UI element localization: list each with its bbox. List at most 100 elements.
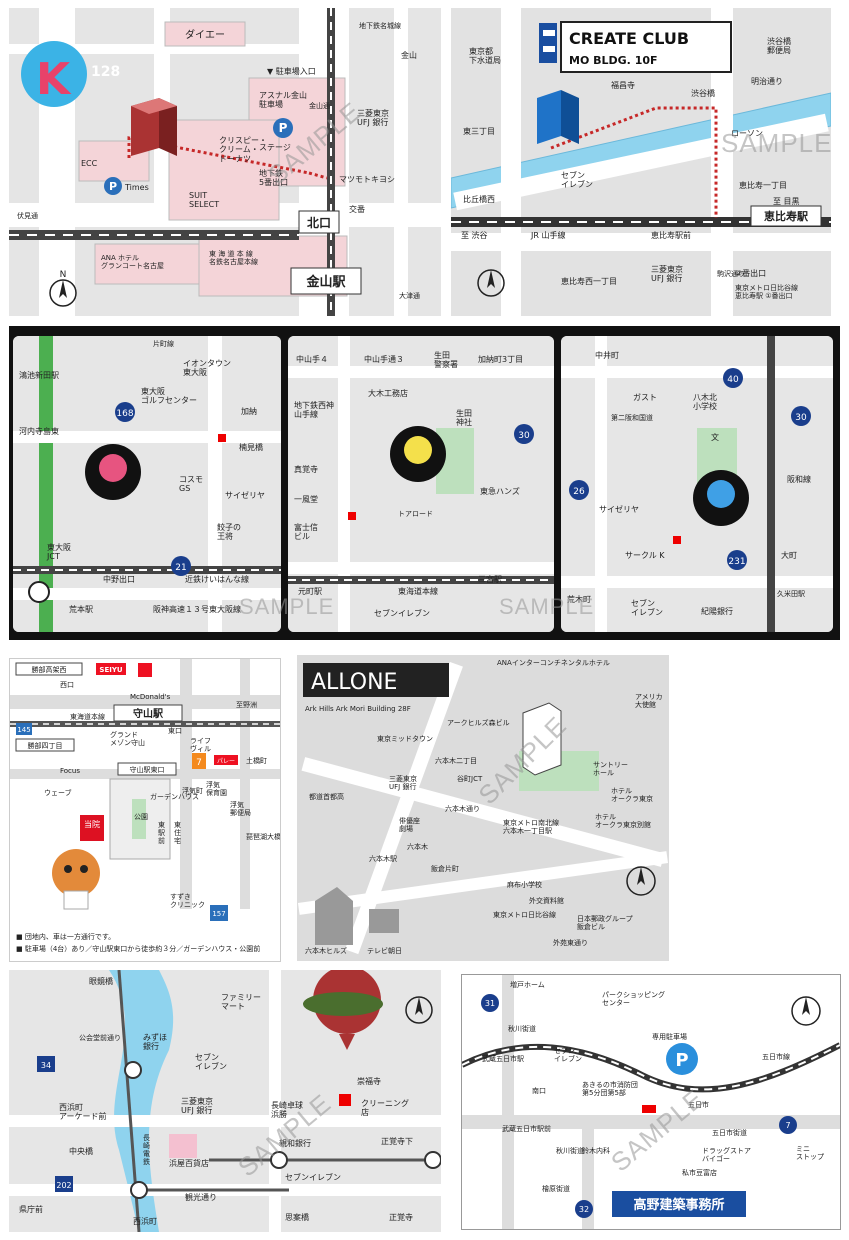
label-seven: セブンイレブン [561,170,593,189]
school-icon: 文 [711,432,719,442]
label-asunal: アスナル金山駐車場 [259,90,307,109]
label-nishiguchi: 西口 [60,681,74,689]
label-nishihama: 西浜町アーケード前 [59,1102,107,1121]
label-fushimi: 伏見通 [17,211,38,220]
label-post: 浮気郵便局 [230,800,251,817]
label-dai2: 第二阪和国道 [611,413,653,422]
label-mini: ミニストップ [796,1145,824,1161]
label-iikura: 飯倉片町 [431,864,459,873]
station-label: 金山駅 [305,274,346,290]
label-hiorobashi: 比丘橋西 [463,194,495,204]
map-title: ALLONE [311,670,397,695]
skull-pin-icon [85,444,141,500]
label-fuji: 富士信ビル [294,522,318,541]
label-garden: ガーデンハウス [150,792,199,801]
route-31-icon: 31 [485,999,495,1008]
label-nakayama4: 中山手４ [296,354,328,364]
label-moriyama-east: 守山駅東口 [130,765,165,774]
label-ecc: ECC [81,159,98,168]
label-gyoza: 餃子の王将 [217,522,241,541]
parking-icon [104,177,122,195]
badge-number: 128 [91,64,120,80]
destination-building-icon [131,98,177,156]
label-family: ファミリーマート [221,993,261,1011]
label-akigawa2: 秋川街道 [556,1146,584,1155]
label-yagi: 八木北小学校 [693,392,717,411]
label-jr: JR 山手線 [530,230,565,240]
skull-pin-icon [390,426,446,482]
label-shokakuji: 正覚寺 [389,1212,413,1222]
label-chuo: 中央橋 [69,1146,93,1156]
map-higashiosaka: 168 21 鴻池新田駅 イオンタウン東大阪 東大阪ゴルフセンター 加納 河内寺… [13,336,281,632]
label-kano3: 加納町3丁目 [478,354,523,364]
label-midtown: 東京ミッドタウン [377,734,433,743]
route-7-icon: 7 [785,1121,790,1130]
label-koen: 公園 [134,813,148,821]
label-hamaya: 浜屋百貨店 [169,1158,209,1168]
label-seven1: セブンイレブン [195,1052,227,1071]
route-231-icon: 231 [728,557,745,567]
label-higashi-ekimae: 東駅前 [158,820,165,845]
label-higashiguchi: 東口 [168,726,182,735]
station-label: 守山駅 [133,707,164,720]
note-one-way: ■ 団地内、車は一方通行です。 [16,932,115,941]
svg-text:N: N [60,270,67,280]
svg-text:K: K [36,54,72,105]
label-oki: 大木工務店 [368,388,408,398]
map-subtitle: Ark Hills Ark Mori Building 28F [305,705,411,713]
label-cleaning: クリーニング店 [361,1098,409,1117]
label-parking-entrance: ▼ 駐車場入口 [267,66,316,76]
label-life: ライフヴィル [190,737,211,753]
label-biwako: 琵琶湖大橋取付道路 [246,832,280,841]
label-crispy: クリスピー・クリーム・ドーナツ [219,136,267,163]
roppongi-hills-icon [315,887,353,945]
route-157-icon: 157 [212,910,225,918]
label-shibuyabashi2: 渋谷橋 [691,88,715,98]
map-title: 高野建築事務所 [633,1197,724,1213]
create-club-logo-icon [539,23,557,63]
label-tokaido: 東海道本線 [70,712,105,721]
label-gusto: ガスト [633,392,657,402]
exit-label: 北口 [307,215,331,230]
label-seven: セブンイレブン [631,598,663,617]
label-kawachi: 河内寺島東 [19,426,59,436]
label-tokyu: 東急ハンズ [480,486,520,496]
north-arrow-icon [405,996,433,1024]
skull-pin-icon [693,470,749,526]
destination-building-icon [522,702,562,776]
label-seven2: セブンイレブン [285,1172,341,1182]
label-otsu: 大津通 [399,291,420,300]
map-kobe: 30 中山手４ 中山手通３ 生田警察署 加納町3丁目 地下鉄西神山手線 大木工務… [288,336,554,632]
label-minamiguchi: 南口 [532,1086,546,1095]
route-145-icon: 145 [17,726,30,734]
label-katamachi: 片町線 [153,339,174,348]
label-roppongi-dori: 六本木通り [445,804,480,813]
label-shuto: 都道首都高 [309,792,344,801]
label-hanwa: 阪和線 [787,474,811,484]
label-shinwa: 親和銀行 [279,1138,311,1148]
map-takano: P 31 7 32 高野建築事務所 増戸ホーム パークショッピングセンター 秋川… [461,974,841,1230]
label-motomachi: 元町駅 [298,587,322,596]
label-roppongi-stn: 六本木駅 [369,854,397,863]
label-akigawa: 秋川街道 [508,1024,536,1033]
tv-asahi-icon [369,909,399,933]
map-kanayama-svg: P P K 128 金山駅 北口 N ダイエー ▼ 駐車場入口 アスナル金山駐車… [9,8,441,316]
label-nihon: 日本郵政グループ飯倉ビル [577,914,633,931]
route-30-icon: 30 [795,413,807,423]
label-itsukaichi-kaido: 五日市街道 [712,1128,747,1137]
label-saizeriya: サイゼリヤ [599,504,639,514]
map-triple-frame: 168 21 鴻池新田駅 イオンタウン東大阪 東大阪ゴルフセンター 加納 河内寺… [9,326,840,640]
label-grand: グランドメゾン守山 [110,730,145,747]
north-arrow-icon [626,866,656,896]
label-suzuki: 鈴木内科 [582,1146,610,1155]
label-sannomiya: 三宮駅 [478,574,502,584]
route-202-icon: 202 [56,1181,71,1190]
north-arrow-icon [791,996,821,1026]
label-subway-meijo: 地下鉄名城線 [359,21,401,30]
label-subway: 地下鉄西神山手線 [294,400,334,419]
route-21-icon: 21 [175,563,186,573]
map-takano-svg: P 31 7 32 高野建築事務所 増戸ホーム パークショッピングセンター 秋川… [462,975,840,1229]
route-30-icon: 30 [518,431,530,441]
